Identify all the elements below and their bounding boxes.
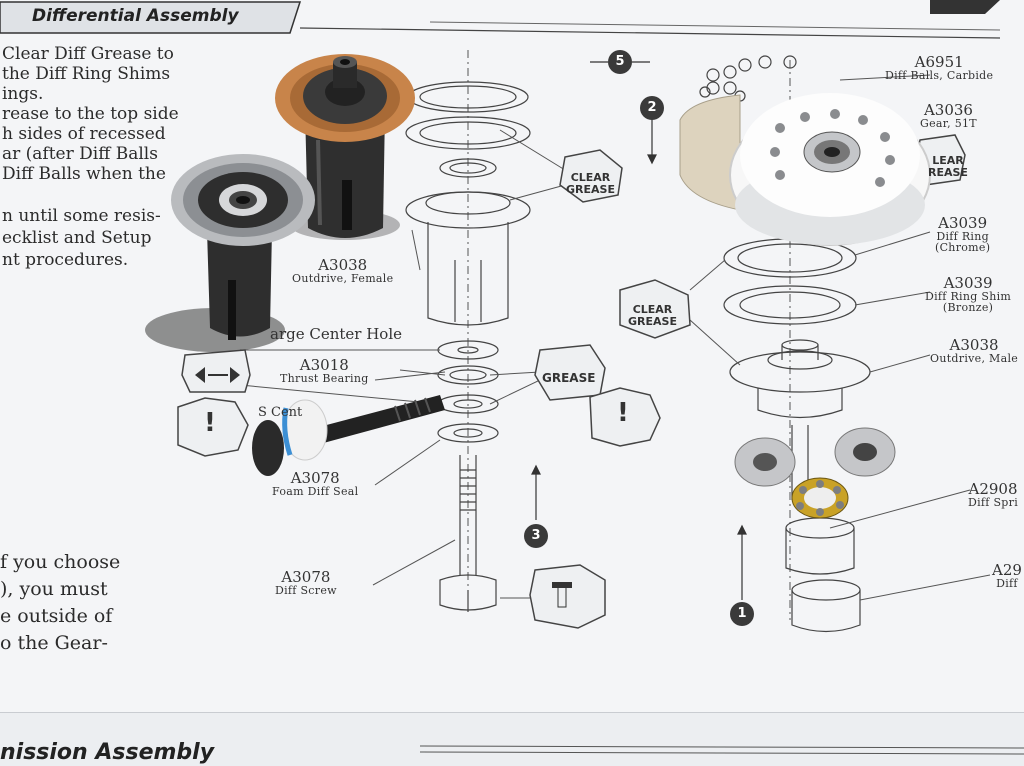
footer-banner xyxy=(419,745,1024,755)
label-a3038-male: A3038 Outdrive, Male xyxy=(930,336,1019,365)
instruction-line: ar (after Diff Balls xyxy=(2,144,158,164)
label-a3078-screw: A3078 Diff Screw xyxy=(275,568,337,597)
label-a3039-bronze: A3039 Diff Ring Shim (Bronze) xyxy=(925,274,1012,314)
exploded-stack-left xyxy=(405,81,531,612)
page-title: Differential Assembly xyxy=(32,6,239,26)
instruction-block-mid: n until some resis- ecklist and Setup nt… xyxy=(2,205,161,271)
outdrive-female-photo xyxy=(275,54,415,238)
label-a3038-female: A3038 Outdrive, Female xyxy=(292,256,394,285)
badge-icons xyxy=(195,367,572,608)
step-5-marker: 5 xyxy=(608,50,632,74)
leader-lines xyxy=(239,74,991,601)
instruction-block-bottom: f you choose ), you must e outside of o … xyxy=(0,549,120,657)
instruction-line: Clear Diff Grease to xyxy=(2,44,174,64)
instruction-line: e outside of xyxy=(0,605,113,627)
instruction-line: h sides of recessed xyxy=(2,124,166,144)
warning-badge-left: ! xyxy=(204,408,216,438)
badge-grease: GREASE xyxy=(542,371,596,385)
instruction-line: ings. xyxy=(2,84,44,104)
instruction-line: n until some resis- xyxy=(2,206,161,226)
step-arrows xyxy=(531,61,747,600)
instruction-line: o the Gear- xyxy=(0,632,108,654)
label-a3039-chrome: A3039 Diff Ring (Chrome) xyxy=(935,214,991,254)
instruction-line: ), you must xyxy=(0,578,108,600)
instruction-line: Diff Balls when the xyxy=(2,164,166,184)
thrust-washers-photo xyxy=(734,427,896,519)
step-1-marker: 1 xyxy=(730,602,754,626)
label-small-center: S Cent xyxy=(258,405,303,420)
diff-screw-photo xyxy=(252,395,445,476)
label-a2908: A2908 Diff Spri xyxy=(968,480,1019,509)
label-a29: A29 Diff xyxy=(992,561,1022,590)
label-a3078-seal: A3078 Foam Diff Seal xyxy=(272,469,359,498)
next-section-title: nission Assembly xyxy=(0,740,215,765)
instruction-line: f you choose xyxy=(0,551,121,573)
step-3-marker: 3 xyxy=(524,524,548,548)
badge-shapes xyxy=(177,134,966,629)
label-a3036: A3036 Gear, 51T xyxy=(920,101,977,130)
warning-badge-right: ! xyxy=(617,398,629,428)
instruction-line: nt procedures. xyxy=(2,250,129,270)
exploded-stack-right xyxy=(699,55,871,633)
instruction-line: rease to the top side xyxy=(2,104,179,124)
header-banner xyxy=(0,0,1001,39)
instruction-line: the Diff Ring Shims xyxy=(2,64,171,84)
spur-gear-photo xyxy=(679,93,931,246)
step-2-marker: 2 xyxy=(640,96,664,120)
instruction-block-top: Clear Diff Grease to the Diff Ring Shims… xyxy=(2,44,179,184)
instruction-line: ecklist and Setup xyxy=(2,228,152,248)
label-a3018: A3018 Thrust Bearing xyxy=(280,356,369,385)
label-a6951: A6951 Diff Balls, Carbide xyxy=(885,53,994,82)
label-large-center-hole: arge Center Hole xyxy=(270,325,403,343)
next-manual-page xyxy=(0,712,1024,766)
outdrive-bearing-photo xyxy=(171,154,315,340)
